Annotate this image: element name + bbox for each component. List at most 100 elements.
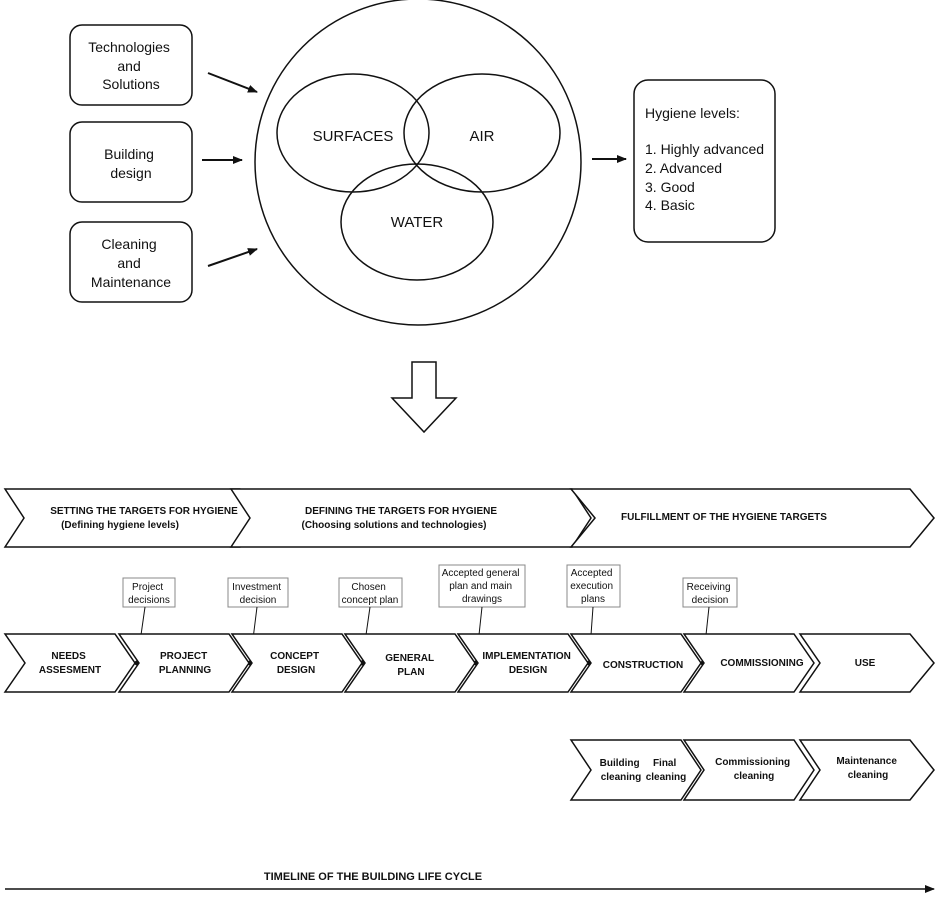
cleaning-maintenance-line2: cleaning: [848, 770, 889, 781]
decision-project-line2: decisions: [128, 595, 170, 606]
decision-investment: Investment decision: [227, 577, 289, 666]
svg-text:Technologies and S: Technologies and Solutions: [88, 39, 174, 92]
decision-general-line1: Accepted general: [442, 568, 520, 579]
step-general-line2: PLAN: [397, 667, 424, 678]
input-cleaning-line3: Maintenance: [91, 274, 171, 290]
cleaning-commissioning: Commissioning cleaning: [682, 739, 815, 801]
svg-text:Investment decision: Investment decision: [232, 582, 284, 606]
venn-surfaces-ellipse: [276, 73, 430, 193]
step-needs-line2: ASSESMENT: [39, 665, 101, 676]
decision-concept-line2: concept plan: [342, 595, 399, 606]
venn-surfaces-label: SURFACES: [313, 128, 394, 145]
venn-water-ellipse: [340, 163, 494, 281]
hygiene-level-2: 2. Advanced: [645, 160, 722, 176]
cleaning-final-line2: cleaning: [646, 772, 687, 783]
arrow-technologies-to-circle: [207, 72, 258, 93]
svg-text:Commissioning cleaning: Commissioning cleaning: [715, 757, 793, 782]
step-construction: CONSTRUCTION: [569, 633, 702, 693]
step-implementation-design: IMPLEMENTATION DESIGN: [456, 633, 589, 693]
svg-text:PROJECT PLANNING: PROJECT PLANNING: [159, 651, 211, 676]
venn-air-label: AIR: [469, 128, 494, 145]
phase-setting-line2: (Defining hygiene levels): [61, 520, 179, 531]
input-box-cleaning-maintenance: Cleaning and Maintenance: [69, 221, 193, 303]
phase-defining-line1: DEFINING THE TARGETS FOR HYGIENE: [305, 506, 497, 517]
svg-text:NEEDS ASSESMENT: NEEDS ASSESMENT: [39, 651, 101, 676]
step-commissioning: COMMISSIONING: [682, 633, 815, 693]
venn-water-label: WATER: [391, 214, 444, 231]
step-general-plan: GENERAL PLAN: [343, 633, 476, 693]
input-building-line2: design: [110, 165, 151, 181]
svg-text:Project decisions: Project decisions: [128, 582, 170, 606]
decision-execution-line1: Accepted: [571, 568, 613, 579]
down-arrow-icon: [390, 361, 458, 434]
step-general-line1: GENERAL: [385, 653, 434, 664]
decision-execution-line3: plans: [581, 594, 605, 605]
step-planning-line1: PROJECT: [160, 651, 207, 662]
step-concept-line2: DESIGN: [277, 665, 315, 676]
step-use-line1: USE: [855, 658, 876, 669]
cleaning-maintenance: Maintenance cleaning: [798, 739, 935, 801]
input-building-line1: Building: [104, 146, 154, 162]
phase-fulfillment: FULFILLMENT OF THE HYGIENE TARGETS: [569, 488, 935, 548]
svg-text:Final cleaning: Final cleaning: [646, 758, 687, 783]
svg-text:Building cleaning: Building cleaning: [600, 758, 643, 783]
svg-text:CONCEPT DESIGN: CONCEPT DESIGN: [270, 651, 322, 676]
svg-text:Cleaning and Maint: Cleaning and Maintenance: [91, 236, 171, 290]
step-construction-line1: CONSTRUCTION: [603, 660, 684, 671]
decision-project-line1: Project: [132, 582, 163, 593]
hygiene-levels-title: Hygiene levels:: [645, 105, 740, 121]
timeline-label: TIMELINE OF THE BUILDING LIFE CYCLE: [264, 871, 482, 883]
input-cleaning-line1: Cleaning: [101, 236, 156, 252]
svg-text:Maintenance cleaning: Maintenance cleaning: [836, 756, 899, 781]
step-planning-line2: PLANNING: [159, 665, 211, 676]
cleaning-building-line1: Building: [600, 758, 640, 769]
decision-general-line2: plan and main: [449, 581, 512, 592]
input-technologies-line2: and: [117, 58, 140, 74]
svg-text:Receiving decision: Receiving decision: [687, 582, 734, 606]
step-concept-design: CONCEPT DESIGN: [230, 633, 363, 693]
step-implementation-line1: IMPLEMENTATION: [482, 651, 571, 662]
step-needs-assessment: NEEDS ASSESMENT: [3, 633, 136, 693]
decision-general-line3: drawings: [462, 594, 502, 605]
step-project-planning: PROJECT PLANNING: [117, 633, 250, 693]
step-needs-line1: NEEDS: [51, 651, 86, 662]
phase-setting-targets: SETTING THE TARGETS FOR HYGIENE (Definin…: [3, 488, 260, 548]
phase-fulfillment-line1: FULFILLMENT OF THE HYGIENE TARGETS: [621, 512, 827, 523]
input-technologies-line3: Solutions: [102, 76, 160, 92]
cleaning-maintenance-line1: Maintenance: [836, 756, 897, 767]
decision-execution-line2: execution: [570, 581, 613, 592]
svg-text:Building design: Building design: [104, 146, 158, 181]
svg-text:Accepted execution: Accepted execution plans: [570, 568, 616, 605]
input-box-building-design: Building design: [69, 121, 193, 203]
step-concept-line1: CONCEPT: [270, 651, 319, 662]
phase-defining-targets: DEFINING THE TARGETS FOR HYGIENE (Choosi…: [229, 488, 592, 548]
decision-receiving-line2: decision: [692, 595, 729, 606]
decision-chosen-concept: Chosen concept plan: [338, 577, 403, 666]
hygiene-level-3: 3. Good: [645, 179, 695, 195]
phase-setting-line1: SETTING THE TARGETS FOR HYGIENE: [50, 506, 238, 517]
step-use: USE: [798, 633, 935, 693]
input-box-technologies: Technologies and Solutions: [69, 24, 193, 106]
svg-text:IMPLEMENTATION DESIGN: IMPLEMENTATION DESIGN: [482, 651, 573, 676]
decision-receiving: Receiving decision: [682, 577, 738, 666]
decision-investment-line2: decision: [240, 595, 277, 606]
cleaning-final-line1: Final: [653, 758, 677, 769]
hygiene-outer-circle: [254, 0, 582, 326]
svg-text:GENERAL PLAN: GENERAL PLAN: [385, 653, 437, 678]
hygiene-level-1: 1. Highly advanced: [645, 141, 764, 157]
svg-text:Chosen concept plan: Chosen concept plan: [342, 582, 399, 606]
cleaning-commissioning-line1: Commissioning: [715, 757, 790, 768]
input-technologies-line1: Technologies: [88, 39, 170, 55]
arrow-cleaning-to-circle: [207, 248, 258, 267]
decision-receiving-line1: Receiving: [687, 582, 731, 593]
decision-investment-line1: Investment: [232, 582, 281, 593]
input-cleaning-line2: and: [117, 255, 140, 271]
phase-defining-line2: (Choosing solutions and technologies): [302, 520, 487, 531]
step-implementation-line2: DESIGN: [509, 665, 547, 676]
step-commissioning-line1: COMMISSIONING: [720, 658, 804, 669]
cleaning-building-line2: cleaning: [601, 772, 642, 783]
cleaning-construction-phase: Building cleaning Final cleaning: [569, 739, 702, 801]
hygiene-levels-box: Hygiene levels: 1. Highly advanced 2. Ad…: [633, 79, 776, 243]
svg-text:Accepted general plan an: Accepted general plan and main drawings: [442, 568, 523, 605]
